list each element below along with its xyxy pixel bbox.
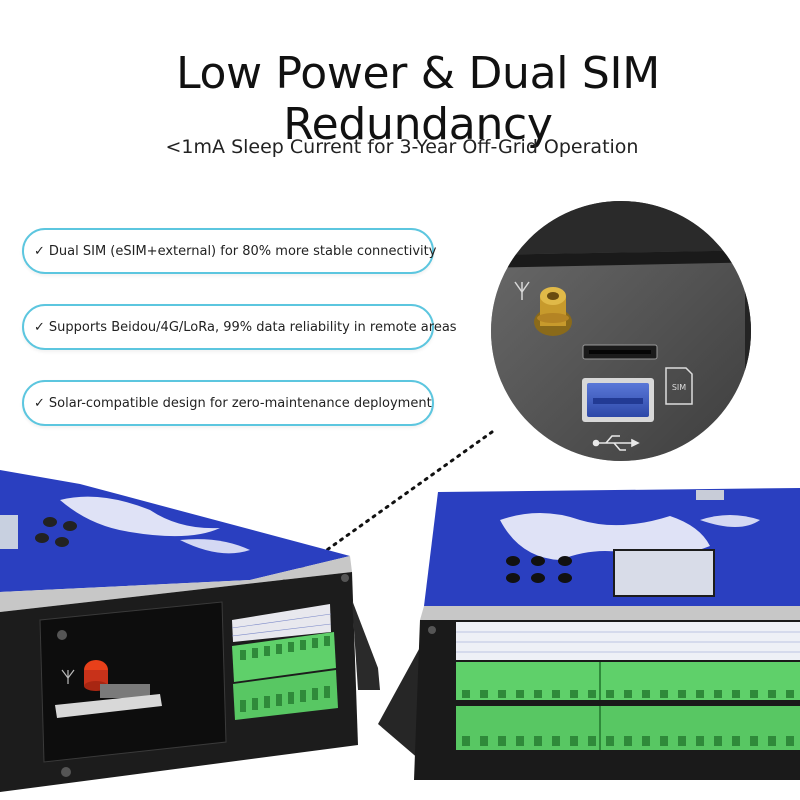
terminal-block-right-bottom	[456, 706, 800, 750]
feature-text: Solar-compatible design for zero-mainten…	[48, 395, 432, 411]
antenna-connector	[84, 660, 108, 691]
terminal-block-left-bottom	[233, 670, 338, 720]
check-icon: ✓	[34, 243, 45, 259]
check-icon: ✓	[34, 395, 45, 411]
antenna-icon	[514, 281, 530, 300]
usb-port	[582, 378, 654, 422]
page-subtitle: <1mA Sleep Current for 3-Year Off-Grid O…	[165, 136, 639, 158]
antenna-icon	[61, 669, 75, 684]
sma-connector	[534, 287, 572, 336]
sim-card-icon: SIM	[665, 367, 693, 405]
sim-slot	[582, 344, 658, 360]
feature-pill-dual-sim: ✓ Dual SIM (eSIM+external) for 80% more …	[22, 228, 437, 274]
feature-text: Dual SIM (eSIM+external) for 80% more st…	[48, 243, 437, 259]
left-device	[0, 470, 380, 792]
usb-icon	[592, 435, 640, 451]
right-device	[378, 488, 800, 780]
terminal-block-right-top	[456, 662, 800, 700]
page-title: Low Power & Dual SIM Redundancy	[176, 48, 660, 150]
zoom-detail-circle: SIM	[491, 201, 751, 461]
feature-pill-connectivity: ✓ Supports Beidou/4G/LoRa, 99% data reli…	[22, 304, 457, 350]
feature-pill-solar: ✓ Solar-compatible design for zero-maint…	[22, 380, 434, 426]
terminal-block-left-top	[232, 632, 336, 682]
check-icon: ✓	[34, 319, 45, 335]
sim-label: SIM	[672, 383, 686, 392]
feature-text: Supports Beidou/4G/LoRa, 99% data reliab…	[48, 319, 457, 335]
